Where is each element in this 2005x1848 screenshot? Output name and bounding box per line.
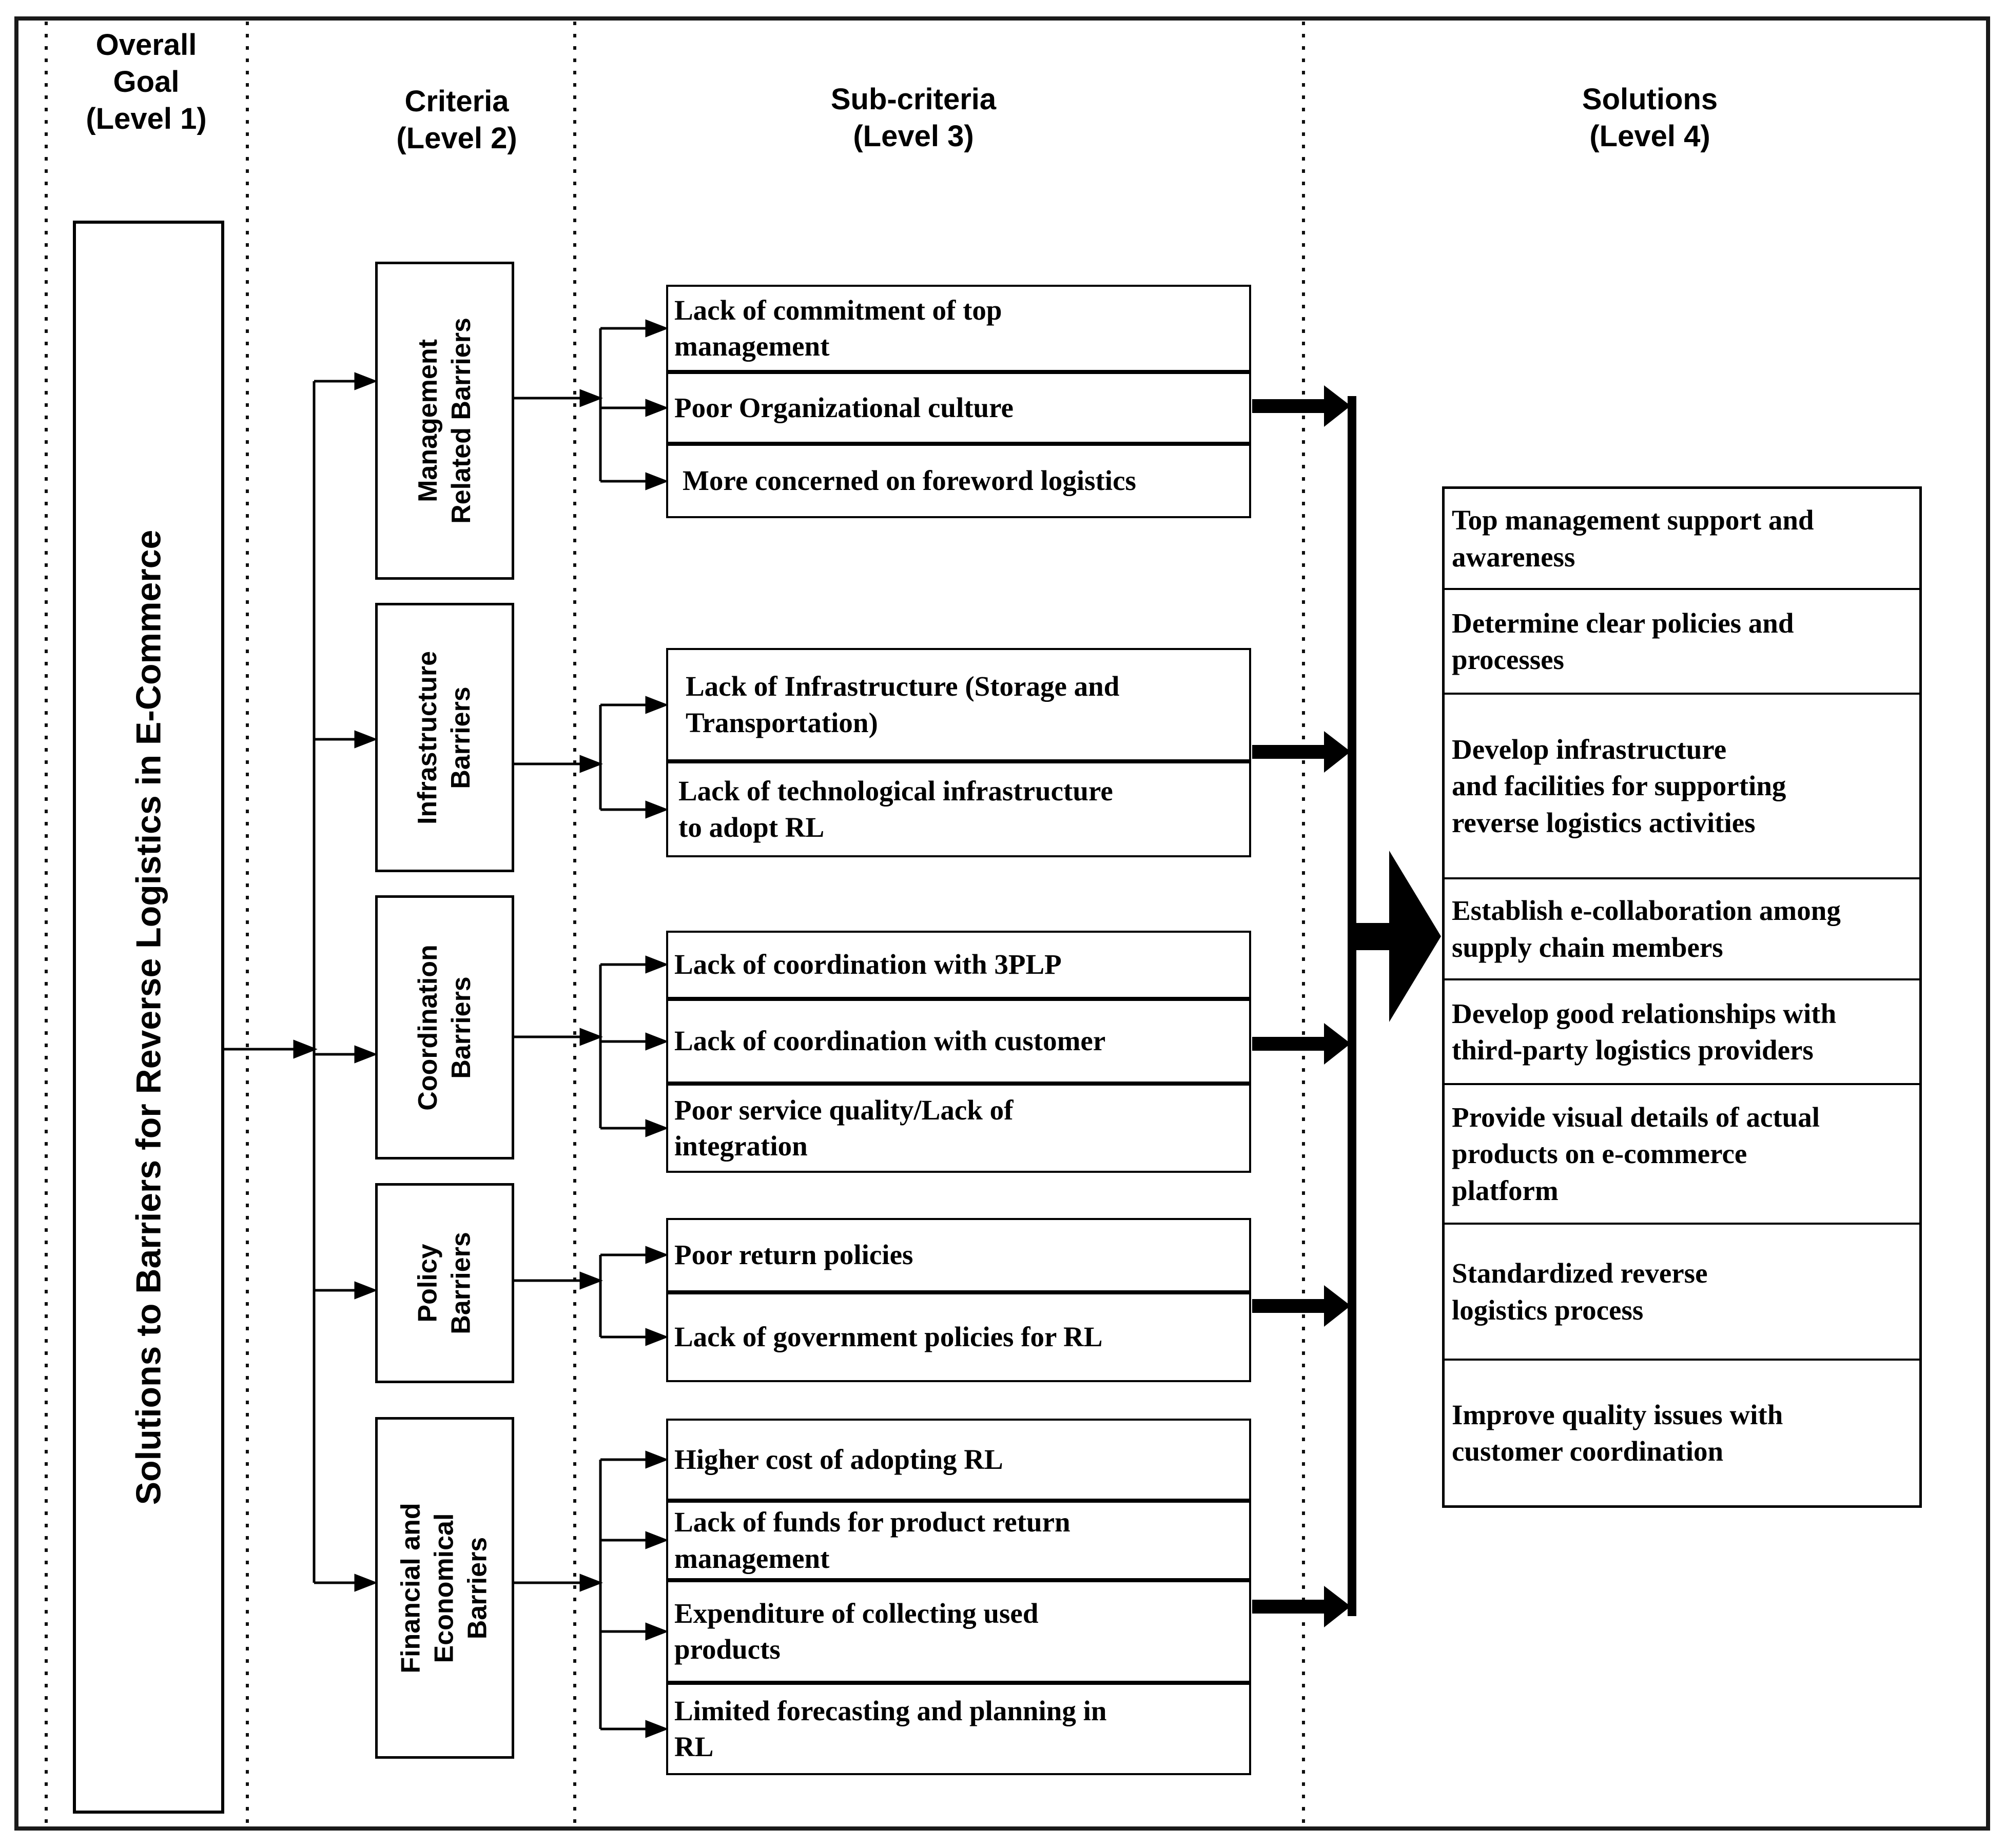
financial-row2-arrowhead (645, 1531, 669, 1549)
policy-thick-arrowhead (1324, 1285, 1351, 1327)
criteria-label-coordination: Coordination Barriers (413, 944, 476, 1111)
branch-coordination-arrowhead (354, 1045, 378, 1064)
solution-row-5: Develop good relationships with third-pa… (1445, 980, 1919, 1085)
policy-to-subspine-arrowhead (579, 1271, 603, 1290)
subcriteria-management-row3: More concerned on foreword logistics (666, 444, 1251, 518)
coordination-row3-arrowhead (645, 1119, 669, 1137)
subcriteria-financial-row2: Lack of funds for product return managem… (666, 1501, 1251, 1580)
criteria-box-management: Management Related Barriers (375, 262, 514, 580)
column-divider-lines (45, 22, 1305, 1826)
subcriteria-coordination-row3: Poor service quality/Lack of integration (666, 1084, 1251, 1173)
subcriteria-policy-row1: Poor return policies (666, 1218, 1251, 1292)
criteria-box-infrastructure: Infrastructure Barriers (375, 603, 514, 872)
solutions-big-arrow-bar (1356, 923, 1389, 950)
solution-row-7: Standardized reverse logistics process (1445, 1225, 1919, 1361)
policy-thick-arrow-bar (1252, 1299, 1329, 1313)
management-thick-arrow-bar (1252, 399, 1329, 413)
financial-row1-arrowhead (645, 1450, 669, 1469)
solution-row-2: Determine clear policies and processes (1445, 590, 1919, 695)
policy-row2-arrowhead (645, 1328, 669, 1346)
subcriteria-policy-row2: Lack of government policies for RL (666, 1292, 1251, 1382)
financial-thick-arrowhead (1324, 1586, 1351, 1627)
header-criteria: Criteria (Level 2) (396, 85, 517, 155)
infrastructure-row1-arrowhead (645, 696, 669, 714)
goal-label: Solutions to Barriers for Reverse Logist… (129, 529, 168, 1505)
infrastructure-row2-arrowhead (645, 800, 669, 819)
central-collector-line (1348, 396, 1356, 1616)
subcriteria-financial-row3: Expenditure of collecting used products (666, 1580, 1251, 1683)
criteria-box-financial: Financial and Economical Barriers (375, 1417, 514, 1759)
criteria-box-coordination: Coordination Barriers (375, 895, 514, 1159)
solution-row-4: Establish e-collaboration among supply c… (1445, 879, 1919, 980)
management-thick-arrowhead (1324, 385, 1351, 427)
goal-to-spine-arrowhead (293, 1039, 318, 1059)
solution-row-1: Top management support and awareness (1445, 489, 1919, 590)
header-subcriteria: Sub-criteria (Level 3) (830, 83, 997, 153)
subcriteria-financial-row4: Limited forecasting and planning in RL (666, 1683, 1251, 1775)
financial-row4-arrowhead (645, 1720, 669, 1738)
financial-row3-arrowhead (645, 1622, 669, 1641)
solution-row-3: Develop infrastructure and facilities fo… (1445, 695, 1919, 879)
solution-row-8: Improve quality issues with customer coo… (1452, 1399, 1783, 1467)
infrastructure-to-subspine-arrowhead (579, 755, 603, 773)
diagram-border (14, 16, 1990, 1831)
management-row3-arrowhead (645, 472, 669, 490)
subcriteria-coordination-row2: Lack of coordination with customer (666, 999, 1251, 1084)
branch-policy-arrowhead (354, 1281, 378, 1300)
management-to-subspine-arrowhead (579, 389, 603, 407)
criteria-label-infrastructure: Infrastructure Barriers (413, 651, 476, 824)
branch-financial-arrowhead (354, 1574, 378, 1592)
criteria-box-policy: Policy Barriers (375, 1183, 514, 1383)
financial-thick-arrow-bar (1252, 1600, 1329, 1614)
subcriteria-management-row1: Lack of commitment of top management (666, 285, 1251, 372)
branch-management-arrowhead (354, 372, 378, 390)
policy-row1-arrowhead (645, 1246, 669, 1264)
subcriteria-coordination-row1: Lack of coordination with 3PLP (666, 931, 1251, 999)
header-overall-goal: Overall Goal (Level 1) (86, 28, 207, 135)
management-row1-arrowhead (645, 319, 669, 338)
coordination-row2-arrowhead (645, 1032, 669, 1051)
infrastructure-thick-arrow-bar (1252, 745, 1329, 759)
management-row2-arrowhead (645, 399, 669, 417)
branch-infrastructure-arrowhead (354, 730, 378, 749)
subcriteria-management-row2: Poor Organizational culture (666, 372, 1251, 444)
solutions-big-arrowhead (1389, 851, 1441, 1022)
subcriteria-infrastructure-row1: Lack of Infrastructure (Storage and Tran… (666, 648, 1251, 761)
coordination-thick-arrow-bar (1252, 1037, 1329, 1051)
criteria-label-financial: Financial and Economical Barriers (396, 1502, 493, 1674)
goal-box: Solutions to Barriers for Reverse Logist… (73, 221, 224, 1814)
coordination-thick-arrowhead (1324, 1023, 1351, 1065)
criteria-label-policy: Policy Barriers (413, 1232, 476, 1334)
subcriteria-infrastructure-row2: Lack of technological infrastructure to … (666, 761, 1251, 857)
coordination-row1-arrowhead (645, 955, 669, 974)
financial-to-subspine-arrowhead (579, 1574, 603, 1592)
infrastructure-thick-arrowhead (1324, 731, 1351, 773)
solution-row-6: Provide visual details of actual product… (1445, 1085, 1919, 1225)
criteria-label-management: Management Related Barriers (413, 318, 476, 524)
subcriteria-financial-row1: Higher cost of adopting RL (666, 1419, 1251, 1501)
coordination-to-subspine-arrowhead (579, 1028, 603, 1046)
solutions-box: Top management support and awareness Det… (1442, 486, 1922, 1508)
header-solutions: Solutions (Level 4) (1582, 83, 1718, 153)
